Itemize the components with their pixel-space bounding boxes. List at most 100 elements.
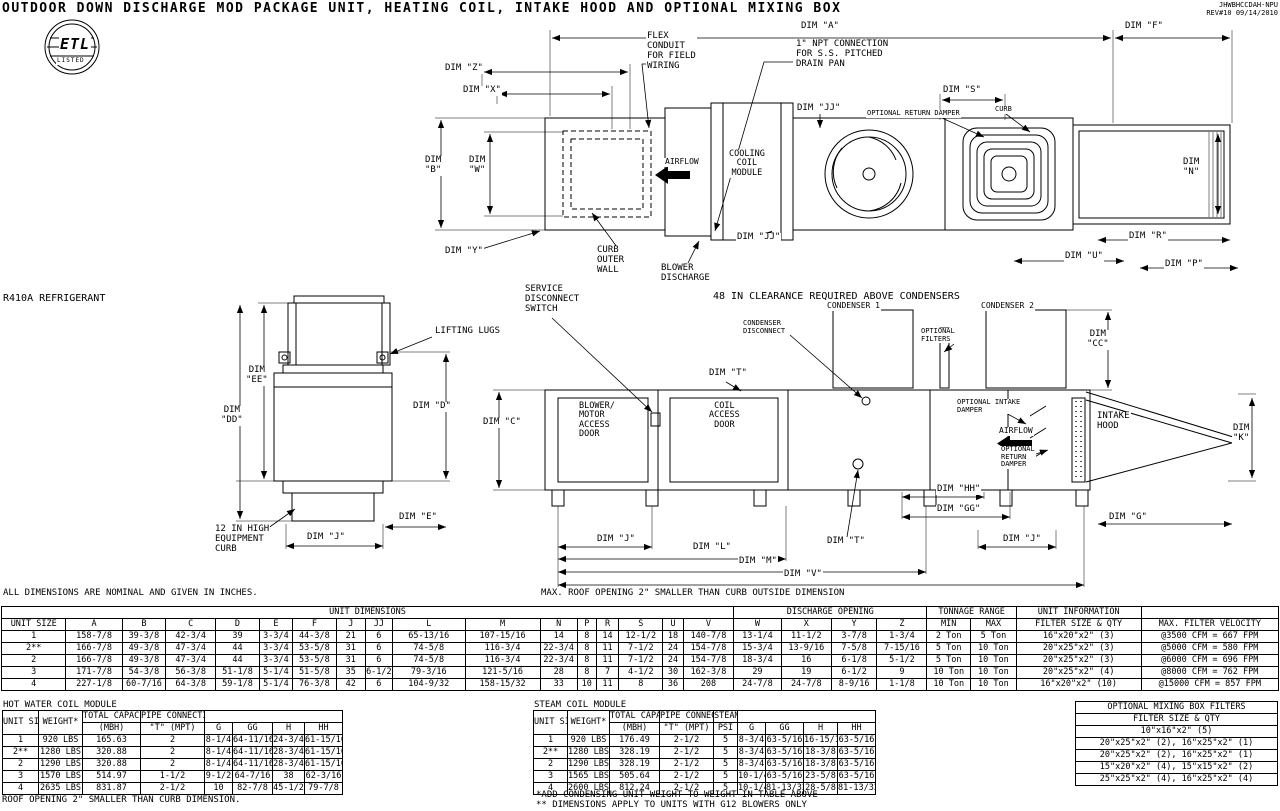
column-header: V [682,618,735,631]
table-cell: 6 [364,654,393,667]
table-cell: 2635 LBS [38,782,83,795]
table-cell: 10 Ton [970,654,1017,667]
table-cell: 8-3/4 [737,734,766,747]
table-row: 10"x16"x2" (5) [1075,725,1278,738]
column-header: W [733,618,782,631]
table-cell: 35 [335,666,366,679]
column-header: S [618,618,664,631]
table-cell: 7-1/2 [618,642,664,655]
table-cell: 4 [533,782,568,795]
intake-hood-label: INTAKE HOOD [1096,411,1131,432]
table-cell: 10 Ton [970,666,1017,679]
table-cell: 63-5/16 [837,734,876,747]
table-cell: 8-1/4 [204,734,233,747]
dim-m-label: DIM "M" [738,556,778,567]
table-cell: 107-15/16 [464,630,541,643]
table-cell: 38 [272,770,305,783]
table-cell: 76-3/8 [292,678,337,691]
table-cell: 74-5/8 [391,642,466,655]
column-header: (MBH) [609,722,660,735]
optional-intake-damper-label: OPTIONAL INTAKE DAMPER [956,398,1022,415]
table-cell: 23-5/8 [803,770,838,783]
column-header: J [335,618,366,631]
dim-y-label: DIM "Y" [444,246,484,257]
table-cell: 8 [576,630,597,643]
dim-l-label: DIM "L" [692,542,732,553]
table-cell: 3-3/4 [258,654,294,667]
airflow-arrow-icon [655,166,690,184]
table-cell: 505.64 [609,770,660,783]
table-cell: 2** [0,642,67,655]
table-cell: 7 [595,666,620,679]
table-cell: 1 [533,734,568,747]
dim-j-side-label: DIM "J" [306,532,346,543]
dim-p-label: DIM "P" [1164,259,1204,270]
dim-d-label: DIM "D" [412,401,452,412]
table-cell: 53-5/8 [292,654,337,667]
table-cell: 63-5/16 [765,734,804,747]
table-cell: 5-1/4 [258,666,294,679]
npt-connection-label: 1" NPT CONNECTION FOR S.S. PITCHED DRAIN… [795,39,890,70]
table-cell: 166-7/8 [65,654,123,667]
table-cell: 59-1/8 [215,678,260,691]
table-cell: 13-9/16 [780,642,832,655]
table-cell: 63-5/16 [765,746,804,759]
dim-g-label: DIM "G" [1108,512,1148,523]
dim-v-label: DIM "V" [783,569,823,580]
clearance-note-label: 48 IN CLEARANCE REQUIRED ABOVE CONDENSER… [712,291,961,302]
table-cell: 3 [2,770,39,783]
table-cell: 8-1/4 [204,758,233,771]
table-cell: 63-5/16 [765,758,804,771]
blower-motor-access-door-label: BLOWER/ MOTOR ACCESS DOOR [578,401,616,440]
table-cell: 74-5/8 [391,654,466,667]
table-cell: 5 [713,734,738,747]
dim-t-top-label: DIM "T" [708,368,748,379]
table-cell: 65-13/16 [391,630,466,643]
table-cell: 54-3/8 [121,666,167,679]
column-header: E [258,618,294,631]
table-cell: 11 [595,654,620,667]
table-cell: 140-7/8 [682,630,735,643]
mixing-box-title: OPTIONAL MIXING BOX FILTERS [1075,701,1278,714]
table-cell: 320.88 [82,758,141,771]
dim-w-label: DIM "W" [468,155,487,176]
table-cell: 22-3/4 [539,654,578,667]
table-cell: 16-15/16 [803,734,838,747]
table-cell: @6000 CFM = 696 FPM [1140,654,1280,667]
table-cell: 79-3/16 [391,666,466,679]
table-cell: 49-3/8 [121,642,167,655]
table-cell: 4-1/2 [618,666,664,679]
equipment-curb-label: 12 IN HIGH EQUIPMENT CURB [214,524,271,555]
table-cell: 1-1/8 [876,678,928,691]
table-cell: 2 [140,746,205,759]
group-header-row: OPTIONAL MIXING BOX FILTERS [1075,701,1278,714]
table-cell: 8-3/4 [737,758,766,771]
dim-j-right-label: DIM "J" [1002,534,1042,545]
table-cell: 7-15/16 [876,642,928,655]
table-cell: 24 [662,642,684,655]
table-cell: 2-1/2 [659,758,714,771]
table-cell: 6 [364,678,393,691]
column-header: GG [232,722,273,735]
table-cell: 61-15/16 [304,758,343,771]
dim-s-label: DIM "S" [942,85,982,96]
table-cell: 8 [576,666,597,679]
table-cell: 2-1/2 [659,746,714,759]
column-header: B [121,618,167,631]
table-cell: 1-3/4 [876,630,928,643]
table-cell: 63-5/16 [837,746,876,759]
table-cell: 6-1/8 [830,654,878,667]
g12-blowers-footnote: ** DIMENSIONS APPLY TO UNITS WITH G12 BL… [536,800,807,810]
table-cell: 36 [662,678,684,691]
column-header: UNIT SIZE [0,618,67,631]
table-cell: 2600 LBS [567,782,610,795]
table-cell: 18 [662,630,684,643]
nominal-dimensions-note: ALL DIMENSIONS ARE NOMINAL AND GIVEN IN … [2,588,259,599]
column-header: U [662,618,684,631]
column-header-row: (MBH) "T" (MPT) PSI G GG H HH [534,722,876,735]
